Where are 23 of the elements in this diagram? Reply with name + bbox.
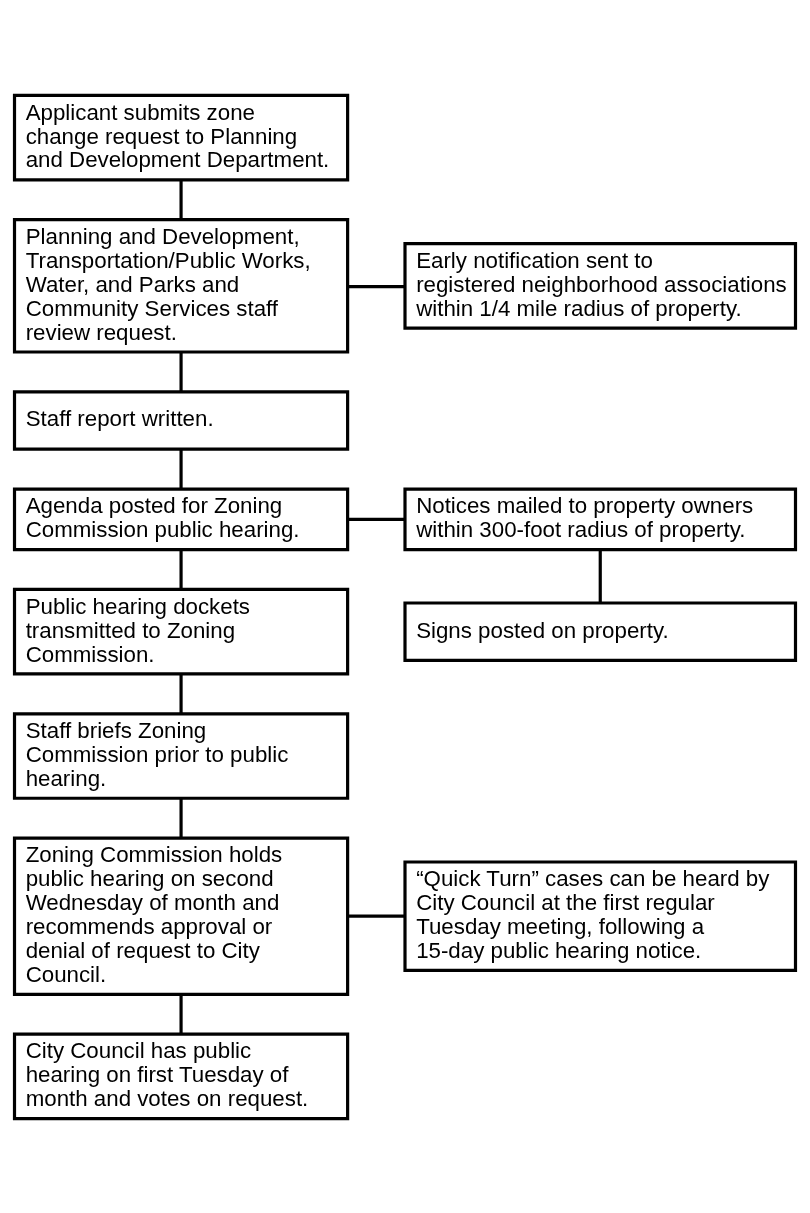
connector	[179, 449, 183, 489]
node-box: Signs posted on property.	[403, 600, 798, 662]
connector	[179, 180, 183, 219]
node-box: Agenda posted for Zoning Commission public hearing.	[12, 486, 350, 551]
connector	[347, 914, 405, 918]
node-box: Staff briefs Zoning Commission prior to public hearing.	[12, 711, 350, 800]
node-box: Notices mailed to property owners within 300-foot radius of property.	[403, 486, 798, 551]
node-box: City Council has public hearing on first Tuesday of month and votes on request.	[12, 1032, 350, 1120]
connector	[179, 351, 183, 392]
connector	[347, 284, 405, 288]
node-box: Applicant submits zone change request to Planning and Development Department.	[12, 93, 350, 181]
node-box: Early notification sent to registered neighborhood associations within 1/4 mile radius of property.	[403, 241, 798, 330]
connector	[179, 674, 183, 714]
connector	[179, 549, 183, 589]
node-box: Staff report written.	[12, 389, 350, 451]
connector	[598, 549, 602, 603]
node-box: Zoning Commission holds public hearing on second Wednesday of month and recommends approval or denial of request to City Council.	[12, 836, 350, 996]
node-box: Public hearing dockets transmitted to Zoning Commission.	[12, 587, 350, 676]
node-box: Planning and Development, Transportation/Public Works, Water, and Parks and Community Services staff review request.	[12, 217, 350, 354]
connector	[179, 798, 183, 838]
connector	[179, 993, 183, 1034]
node-box: “Quick Turn” cases can be heard by City Council at the first regular Tuesday meeting, following a 15-day public hearing notice.	[403, 859, 798, 972]
connector	[347, 517, 405, 521]
